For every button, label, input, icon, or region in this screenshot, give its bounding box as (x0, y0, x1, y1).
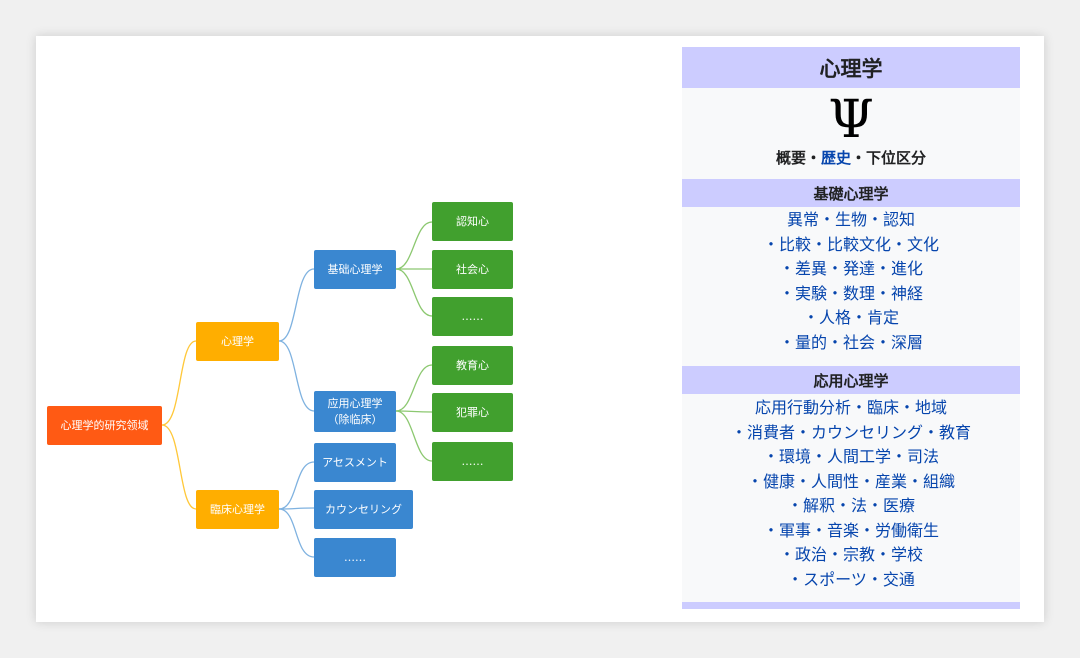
link-line[interactable]: ・人格・肯定 (802, 308, 899, 327)
link-l2-l3-3 (395, 364, 433, 412)
node-counseling: カウンセリング (314, 490, 413, 529)
link-l1-l2-0 (278, 268, 315, 342)
node-criminal-label: 犯罪心 (456, 405, 489, 419)
infobox-title: 心理学 (682, 47, 1020, 88)
link-l2-l3-0 (395, 221, 433, 270)
link-line[interactable]: ・軍事・音楽・労働衛生 (762, 520, 939, 540)
section-list-basic: 異常・生物・認知 ・比較・比較文化・文化 ・差異・発達・進化 ・実験・数理・神経… (682, 208, 1020, 355)
psi-symbol: Ψ (828, 90, 874, 150)
link-l1-l2-2 (278, 461, 315, 510)
link-line[interactable]: ・政治・宗教・学校 (778, 545, 923, 564)
node-assessment: アセスメント (314, 443, 396, 482)
link-root-l1-0 (161, 340, 197, 426)
node-psychology: 心理学 (196, 322, 279, 361)
nav-separator: ・ (805, 149, 821, 167)
link-line[interactable]: ・スポーツ・交通 (787, 569, 915, 589)
node-applied-more-label: …… (461, 454, 484, 468)
link-l1-l2-1 (278, 340, 315, 412)
nav-history-link[interactable]: 歴史 (820, 149, 851, 167)
infobox-footer-bar (682, 602, 1020, 609)
link-l2-l3-2 (395, 268, 433, 317)
link-root-l1-1 (161, 424, 197, 510)
link-l2-l3-5 (395, 410, 433, 462)
section-heading-applied: 応用心理学 (682, 366, 1020, 394)
root-node: 心理学的研究领域 (47, 406, 162, 445)
node-applied-more: …… (432, 442, 513, 481)
nav-separator: ・ (851, 149, 867, 167)
psychology-infobox: 心理学 Ψ 概要・歴史・下位区分 基礎心理学 異常・生物・認知 ・比較・比較文化… (682, 47, 1020, 609)
link-l1-l2-4 (278, 508, 315, 558)
root-node-label: 心理学的研究领域 (60, 418, 149, 432)
nav-subfields[interactable]: 下位区分 (866, 149, 927, 167)
node-basic-psychology-label: 基础心理学 (327, 262, 383, 276)
link-line[interactable]: ・消費者・カウンセリング・教育 (730, 422, 971, 442)
node-educational-label: 教育心 (456, 358, 489, 372)
node-basic-more-label: …… (461, 309, 484, 323)
link-line[interactable]: ・環境・人間工学・司法 (762, 447, 939, 466)
node-l2-more: …… (314, 538, 396, 577)
node-psychology-label: 心理学 (221, 334, 254, 348)
node-social: 社会心 (432, 250, 513, 289)
link-line[interactable]: ・差異・発達・進化 (778, 259, 923, 278)
section-heading-basic: 基礎心理学 (682, 179, 1020, 207)
node-assessment-label: アセスメント (322, 455, 388, 469)
node-counseling-label: カウンセリング (325, 502, 402, 516)
node-basic-more: …… (432, 297, 513, 336)
link-line[interactable]: ・比較・比較文化・文化 (762, 234, 939, 254)
link-line[interactable]: ・健康・人間性・産業・組織 (746, 471, 955, 491)
link-line[interactable]: 異常・生物・認知 (786, 210, 915, 229)
nav-overview[interactable]: 概要 (775, 149, 806, 167)
node-social-label: 社会心 (456, 262, 489, 276)
node-basic-psychology: 基础心理学 (314, 250, 396, 289)
node-applied-psychology: 应用心理学 （除临床） (314, 391, 396, 432)
link-line[interactable]: 応用行動分析・臨床・地域 (754, 398, 947, 417)
link-line[interactable]: ・量的・社会・深層 (778, 332, 923, 352)
link-line[interactable]: ・解釈・法・医療 (786, 496, 915, 515)
node-applied-psychology-label: 应用心理学 （除临床） (327, 396, 383, 426)
node-l2-more-label: …… (344, 550, 366, 564)
link-l2-l3-4 (395, 410, 433, 413)
node-cognitive-label: 認知心 (456, 214, 489, 228)
link-l1-l2-3 (278, 507, 315, 510)
link-line[interactable]: ・実験・数理・神経 (778, 283, 923, 303)
infobox-nav: 概要・歴史・下位区分 (682, 147, 1020, 168)
node-clinical-psychology: 臨床心理学 (196, 490, 279, 529)
node-cognitive: 認知心 (432, 202, 513, 241)
node-educational: 教育心 (432, 346, 513, 385)
section-list-applied: 応用行動分析・臨床・地域 ・消費者・カウンセリング・教育 ・環境・人間工学・司法… (682, 396, 1020, 592)
node-clinical-psychology-label: 臨床心理学 (210, 502, 265, 516)
node-criminal: 犯罪心 (432, 393, 513, 432)
